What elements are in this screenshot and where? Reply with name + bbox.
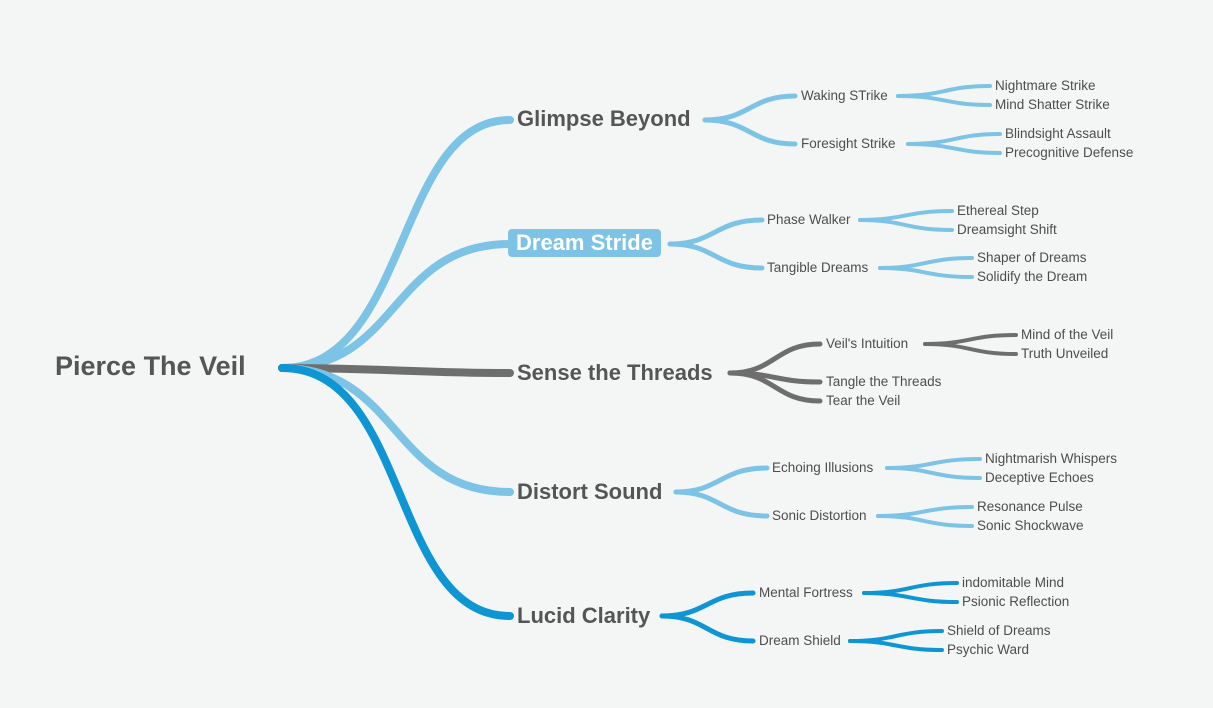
link-root-dream-stride: [278, 240, 514, 372]
leaf-truth-unveiled[interactable]: Truth Unveiled: [1021, 346, 1109, 361]
leaf-mind-of-the-veil[interactable]: Mind of the Veil: [1021, 327, 1114, 342]
leaf-nightmare-strike[interactable]: Nightmare Strike: [995, 78, 1096, 93]
branch-glimpse-beyond[interactable]: Glimpse Beyond: [517, 106, 691, 131]
links-lucid-clarity: [659, 581, 959, 652]
leaf-shaper-of-dreams[interactable]: Shaper of Dreams: [977, 250, 1087, 265]
leaf-indomitable-mind[interactable]: indomitable Mind: [962, 575, 1065, 590]
topic-mental-fortress[interactable]: Mental Fortress: [759, 585, 853, 600]
topic-veils-intuition[interactable]: Veil's Intuition: [826, 336, 909, 351]
links-dream-stride: [667, 209, 974, 279]
topic-dream-shield[interactable]: Dream Shield: [759, 633, 841, 648]
leaf-psychic-ward[interactable]: Psychic Ward: [947, 642, 1030, 657]
link-root-lucid-clarity: [278, 364, 514, 620]
topic-sonic-distortion[interactable]: Sonic Distortion: [772, 508, 867, 523]
leaf-mind-shatter-strike[interactable]: Mind Shatter Strike: [995, 97, 1110, 112]
topic-foresight-strike[interactable]: Foresight Strike: [801, 136, 896, 151]
leaf-ethereal-step[interactable]: Ethereal Step: [957, 203, 1039, 218]
topic-tangle-the-threads[interactable]: Tangle the Threads: [826, 374, 942, 389]
link-root-glimpse-beyond: [278, 116, 514, 372]
leaf-sonic-shockwave[interactable]: Sonic Shockwave: [977, 518, 1084, 533]
leaf-shield-of-dreams[interactable]: Shield of Dreams: [947, 623, 1051, 638]
branch-lucid-clarity[interactable]: Lucid Clarity: [517, 603, 651, 628]
links-sense-threads: [727, 333, 1018, 404]
leaf-resonance-pulse[interactable]: Resonance Pulse: [977, 499, 1083, 514]
link-root-distort-sound: [278, 364, 514, 496]
leaf-deceptive-echoes[interactable]: Deceptive Echoes: [985, 470, 1094, 485]
leaf-psionic-reflection[interactable]: Psionic Reflection: [962, 594, 1070, 609]
links-distort-sound: [673, 457, 982, 528]
topic-waking-strike[interactable]: Waking STrike: [801, 88, 888, 103]
leaf-nightmarish-whispers[interactable]: Nightmarish Whispers: [985, 451, 1118, 466]
leaf-blindsight-assault[interactable]: Blindsight Assault: [1005, 126, 1111, 141]
topic-tangible-dreams[interactable]: Tangible Dreams: [767, 260, 869, 275]
links-glimpse-beyond: [702, 84, 1002, 155]
topic-tear-the-veil[interactable]: Tear the Veil: [826, 393, 901, 408]
leaf-dreamsight-shift[interactable]: Dreamsight Shift: [957, 222, 1057, 237]
branch-distort-sound[interactable]: Distort Sound: [517, 479, 663, 504]
leaf-precognitive-defense[interactable]: Precognitive Defense: [1005, 145, 1134, 160]
topic-echoing-illusions[interactable]: Echoing Illusions: [772, 460, 874, 475]
leaf-solidify-the-dream[interactable]: Solidify the Dream: [977, 269, 1088, 284]
root-node[interactable]: Pierce The Veil: [55, 351, 246, 381]
topic-phase-walker[interactable]: Phase Walker: [767, 212, 851, 227]
branch-sense-the-threads[interactable]: Sense the Threads: [517, 360, 713, 385]
branch-dream-stride[interactable]: Dream Stride: [508, 229, 661, 257]
